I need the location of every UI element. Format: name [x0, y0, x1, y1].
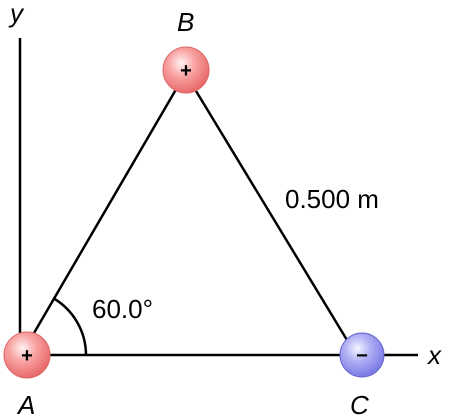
label-a: A — [16, 390, 35, 419]
angle-arc — [52, 296, 88, 356]
charge-b: + — [162, 46, 210, 94]
charge-c-sign: − — [356, 345, 368, 367]
charge-c: − — [339, 332, 385, 378]
side-length-label: 0.500 m — [285, 184, 379, 214]
charge-c-sphere — [339, 332, 385, 378]
charge-a-sign: + — [21, 345, 33, 367]
label-b: B — [177, 7, 194, 37]
label-c: C — [350, 390, 369, 419]
side-ab — [25, 85, 180, 346]
angle-label: 60.0° — [92, 294, 153, 324]
side-bc — [191, 85, 352, 346]
charge-a-sphere — [3, 331, 51, 379]
charge-b-sign: + — [180, 60, 192, 82]
charge-a: + — [3, 331, 51, 379]
x-axis-label: x — [426, 340, 442, 370]
charge-b-sphere — [162, 46, 210, 94]
y-axis-label: y — [8, 0, 25, 28]
